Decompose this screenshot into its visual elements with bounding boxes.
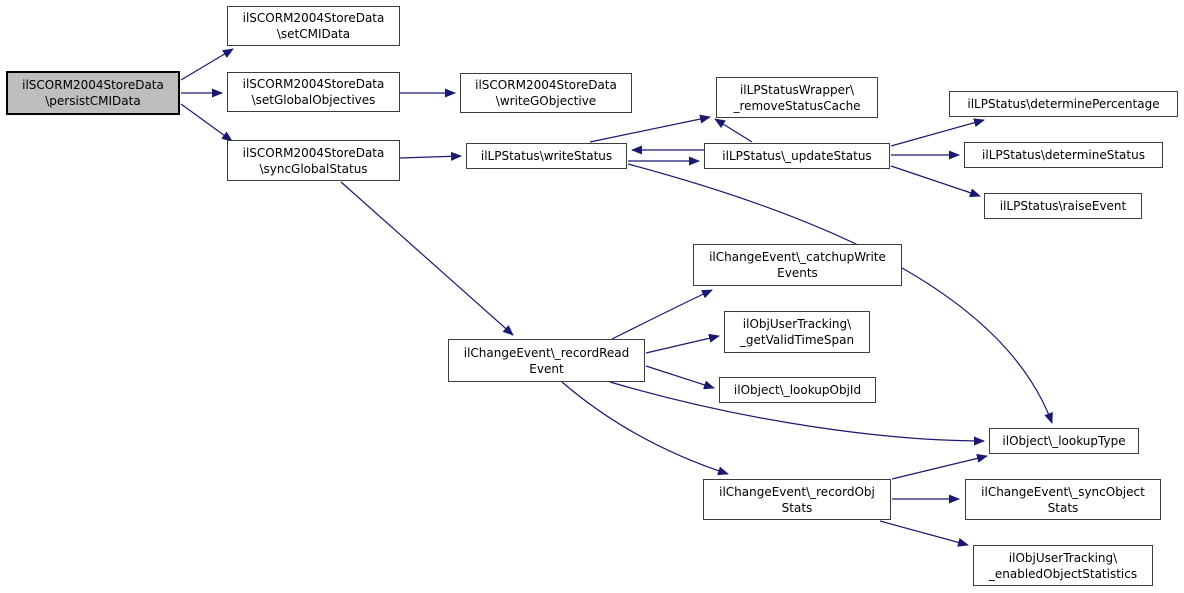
graph-node-determineStatus[interactable]: ilLPStatus\determineStatus [964, 142, 1163, 168]
node-label-line: ilObjUserTracking\ [1008, 550, 1118, 565]
graph-node-getValidTimeSpan[interactable]: ilObjUserTracking\ _getValidTimeSpan [724, 311, 870, 353]
node-label-line: ilLPStatus\writeStatus [480, 149, 613, 163]
node-label-line: ilLPStatus\determineStatus [982, 148, 1145, 162]
graph-node-enabledObjectStatistics[interactable]: ilObjUserTracking\_enabledObjectStatisti… [973, 545, 1153, 586]
node-label-line: ilLPStatus\_updateStatus [722, 149, 872, 163]
node-label-line: ilChangeEvent\_syncObject [981, 484, 1145, 499]
edge-writeStatus-to-removeStatusCache [589, 114, 711, 143]
node-label-line: ilChangeEvent\_recordObj [719, 484, 875, 499]
node-label-line: _getValidTimeSpan [739, 333, 855, 347]
node-label-line: ilLPStatus\determinePercentage [967, 97, 1160, 111]
node-label-line: Stats [1047, 500, 1079, 515]
edge-syncGlobalStatus-to-writeStatus [399, 151, 462, 161]
node-label-line: _enabledObjectStatistics [988, 566, 1138, 581]
node-label-line: ilObject\_lookupType [1002, 434, 1126, 448]
node-label-line: \persistCMIData [45, 94, 141, 108]
node-label-line: \setGlobalObjectives [251, 93, 376, 107]
graph-node-raiseEvent[interactable]: ilLPStatus\raiseEvent [984, 193, 1142, 219]
edge-updateStatus-to-raiseEvent [890, 165, 981, 198]
graph-node-lookupObjId[interactable]: ilObject\_lookupObjId [719, 377, 876, 403]
edge-recordReadEvent-to-lookupObjId [645, 365, 715, 390]
node-label-line: \setCMIData [276, 27, 351, 41]
node-label-line: \writeGObjective [495, 94, 597, 108]
node-label-line: ilChangeEvent\_catchupWrite [709, 250, 886, 264]
graph-node-determinePercentage[interactable]: ilLPStatus\determinePercentage [949, 91, 1178, 117]
node-label-line: ilObject\_lookupObjId [733, 383, 862, 397]
node-label-line: _removeStatusCache [733, 98, 861, 113]
node-label-line: ilLPStatusWrapper\ [739, 82, 855, 97]
node-label-line: ilSCORM2004StoreData [242, 11, 385, 25]
graph-node-writeStatus[interactable]: ilLPStatus\writeStatus [466, 143, 627, 169]
node-label-line: ilSCORM2004StoreData [242, 77, 385, 91]
graph-node-updateStatus[interactable]: ilLPStatus\_updateStatus [704, 143, 890, 169]
edge-updateStatus-to-determinePercentage [890, 118, 985, 147]
node-label-line: Stats [781, 500, 813, 515]
graph-node-persistCMIData[interactable]: ilSCORM2004StoreData \persistCMIData [6, 71, 180, 115]
edge-recordObjStats-to-lookupType [891, 453, 988, 480]
node-label-line: ilSCORM2004StoreData [242, 145, 385, 160]
edge-persistCMIData-to-setCMIData [180, 48, 234, 81]
edge-updateStatus-to-removeStatusCache [714, 118, 753, 143]
node-label-line: Events [777, 266, 818, 280]
node-label-line: \syncGlobalStatus [259, 161, 368, 176]
graph-node-setGlobalObjectives[interactable]: ilSCORM2004StoreData \setGlobalObjectives [227, 72, 400, 112]
edge-recordReadEvent-to-recordObjStats [561, 381, 729, 476]
node-label-line: ilLPStatus\raiseEvent [999, 199, 1127, 213]
node-label-line: ilSCORM2004StoreData [475, 78, 617, 92]
edge-recordReadEvent-to-getValidTimeSpan [645, 333, 720, 354]
edge-persistCMIData-to-syncGlobalStatus [180, 103, 233, 142]
graph-node-setCMIData[interactable]: ilSCORM2004StoreData \setCMIData [227, 6, 400, 46]
node-label-line: ilObjUserTracking\ [742, 317, 852, 331]
edge-syncGlobalStatus-to-recordReadEvent [340, 181, 514, 336]
graph-node-removeStatusCache[interactable]: ilLPStatusWrapper\_removeStatusCache [716, 77, 878, 118]
edge-recordObjStats-to-enabledObjectStatistics [879, 520, 969, 547]
node-label-line: ilChangeEvent\_recordRead [463, 345, 630, 360]
node-label-line: ilSCORM2004StoreData [22, 78, 164, 92]
edge-recordReadEvent-to-lookupType [609, 381, 985, 446]
graph-node-syncGlobalStatus[interactable]: ilSCORM2004StoreData\syncGlobalStatus [227, 140, 400, 181]
node-label-line: Event [529, 361, 564, 376]
edge-recordReadEvent-to-catchupWriteEvents [611, 289, 713, 340]
graph-node-lookupType[interactable]: ilObject\_lookupType [989, 428, 1139, 454]
graph-node-writeGObjective[interactable]: ilSCORM2004StoreData \writeGObjective [460, 73, 632, 113]
